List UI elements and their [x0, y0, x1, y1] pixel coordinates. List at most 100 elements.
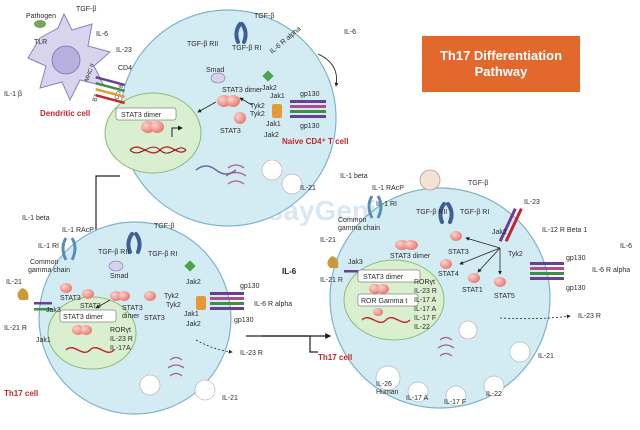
naive-gp130-label: gp130: [300, 91, 320, 98]
right-stat3-shape: [450, 231, 462, 241]
right-il21-out-label: IL-21: [538, 353, 554, 360]
right-il1ri-label: IL-1 RI: [376, 201, 397, 208]
naive-il21-label: IL-21: [300, 185, 316, 192]
left-il6ralpha-label: IL-6 R alpha: [254, 301, 292, 308]
left-il21r-bar1: [34, 302, 52, 305]
right-tgfb-receptor: [438, 202, 454, 224]
right-stat1-shape: [468, 273, 480, 283]
naive-t-cell: STAT3 dimer Smad STAT3 dimer STAT3 TGF-β…: [104, 9, 356, 227]
dc-synapse-bars: [95, 76, 125, 105]
right-il22-out-label: IL-22: [486, 391, 502, 398]
naive-il6-arrow: [317, 53, 339, 87]
right-il26-vesicle: [375, 365, 401, 391]
naive-nuc-dimer-box: [115, 107, 177, 121]
dc-tlr-label: TLR: [34, 39, 47, 46]
right-stat4-shape: [440, 259, 452, 269]
right-human-label: Human: [376, 389, 399, 396]
right-il12-receptor: [498, 208, 523, 242]
right-nuc-dimer-box: [357, 269, 421, 283]
right-tgfb-label: TGF-β: [468, 180, 488, 187]
dc-b7-label: B7: [92, 93, 100, 103]
right-stat5-shape: [494, 277, 506, 287]
right-il21-label: IL-21: [320, 237, 336, 244]
left-nuc-stat3-b: [80, 325, 92, 335]
dendritic-cell: Pathogen TGF-β TLR IL-6 IL-23 CD4 MHC II…: [4, 6, 132, 118]
right-gamma-label: gamma chain: [338, 225, 380, 232]
right-il21-vesicle: [509, 341, 531, 363]
left-gp130b-label: gp130: [234, 317, 254, 324]
left-tgfb-receptor: [126, 232, 142, 254]
left-dna: [65, 347, 115, 353]
naive-il6-label: IL-6: [344, 29, 356, 36]
naive-arrow-1: [239, 97, 253, 106]
right-ror-box: [357, 293, 419, 307]
right-il12-label: IL-12 R Beta 1: [542, 227, 587, 234]
right-tgfbr2-label: TGF-β RII: [416, 209, 447, 216]
right-il17a-n-label: IL-17 A: [414, 306, 437, 313]
right-nuc-stat3-b: [377, 284, 389, 294]
left-th17-cell: STAT3 dimer RORγt IL-23 R IL-17A IL-1 be…: [4, 215, 297, 415]
naive-tgfbr2-label: TGF-β RII: [187, 41, 218, 48]
right-stat5-label: STAT5: [494, 293, 515, 300]
left-golgi: [167, 356, 185, 377]
left-il23r-label: IL-23 R: [110, 336, 133, 343]
left-jak2-label: Jak2: [186, 279, 201, 286]
dc-il6-label: IL-6: [96, 31, 108, 38]
naive-cell-title: Naive CD4⁺ T cell: [282, 137, 348, 146]
right-il1-receptor: [367, 195, 383, 219]
naive-vesicle: [261, 159, 283, 181]
left-dimer-b: [118, 291, 130, 301]
naive-dna-2: [129, 146, 187, 154]
naive-to-th17-arrow: [93, 175, 120, 240]
right-il23r-out-label: IL-23 R: [578, 313, 601, 320]
right-dimer-b: [404, 240, 418, 250]
right-ror-label: RORγt: [414, 279, 435, 286]
left-stat3b-label: STAT3: [80, 303, 101, 310]
right-il22-vesicle: [483, 375, 505, 397]
naive-transcription-arrow: [171, 125, 183, 137]
left-cell-title: Th17 cell: [4, 389, 38, 398]
dc-il1b-label: IL-1 β: [4, 91, 22, 98]
right-gp130b-label: gp130: [566, 285, 586, 292]
naive-stat3-label: STAT3: [220, 128, 241, 135]
left-jak-block: [196, 296, 206, 310]
naive-jak2-label: Jak2: [262, 85, 277, 92]
left-il1ri-label: IL-1 RI: [38, 243, 59, 250]
naive-tgfb-receptor: [234, 22, 248, 44]
right-arrow-stat3: [465, 236, 501, 249]
left-il21r-bar2: [34, 308, 52, 311]
left-stat3-dimer-label: STAT3: [122, 305, 143, 312]
naive-arrow-2: [197, 101, 217, 113]
right-il17f-out-label: IL-17 F: [444, 399, 466, 406]
title-line1: Th17 Differentiation: [439, 48, 563, 63]
left-nuc-dimer-box: [59, 309, 117, 323]
left-tgfbr1-label: TGF-β RI: [148, 251, 177, 258]
left-jak2b-label: Jak2: [186, 321, 201, 328]
right-logo-figure: [419, 169, 441, 191]
left-stat3c-shape: [144, 291, 156, 301]
left-il21-vesicle: [194, 379, 216, 401]
right-tgfbr1-label: TGF-β RI: [460, 209, 489, 216]
right-nuc-stat3-c: [373, 308, 383, 316]
pathogen-shape: [34, 20, 46, 28]
left-nuc-dimer-label: STAT3 dimer: [63, 314, 104, 321]
right-il21-ligand: [327, 256, 339, 268]
naive-gp130-bars: [290, 100, 326, 118]
left-stat3-shape: [60, 283, 72, 293]
naive-tgfbr1-label: TGF-β RI: [232, 45, 261, 52]
right-dna: [361, 317, 411, 323]
title-line2: Pathway: [474, 64, 528, 79]
left-il21-bottom-label: IL-21: [222, 395, 238, 402]
left-il17a-label: IL-17A: [110, 345, 131, 352]
right-il6-label: IL-6: [620, 243, 632, 250]
right-gp130-bars: [530, 262, 564, 280]
naive-jak1b-label: Jak1: [266, 121, 281, 128]
right-tyk2-label: Tyk2: [508, 251, 523, 258]
right-il21r-label: IL-21 R: [320, 277, 343, 284]
right-golgi: [437, 336, 455, 357]
dc-il23-label: IL-23: [116, 47, 132, 54]
right-il23r-arrow: [499, 314, 571, 320]
right-il26-label: IL-26: [376, 381, 392, 388]
dc-cd28-label: CD28: [114, 84, 125, 101]
